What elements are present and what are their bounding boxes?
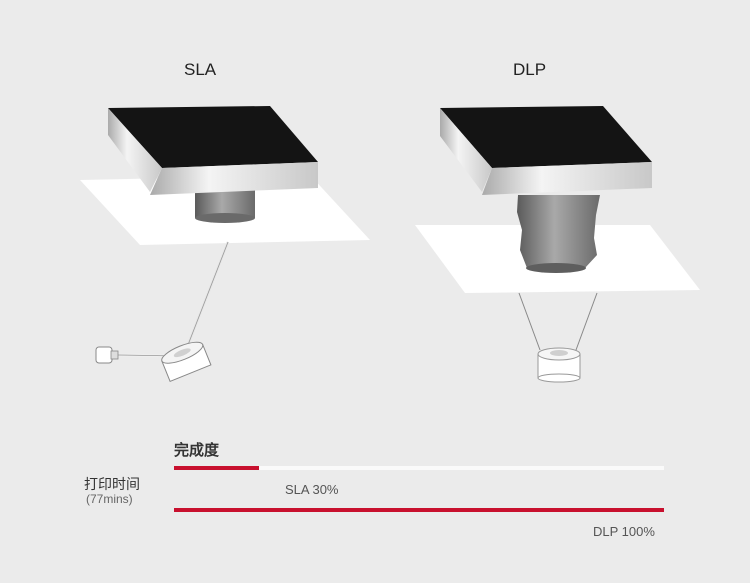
sla-build-platform <box>108 106 318 168</box>
dlp-progress-track <box>174 508 664 512</box>
dlp-progress-fill <box>174 508 664 512</box>
sla-printer <box>80 106 370 383</box>
sla-laser-emitter <box>95 346 113 364</box>
dlp-printed-model <box>517 195 600 268</box>
print-time-value: (77mins) <box>86 492 133 506</box>
print-time-label: 打印时间 <box>84 476 140 492</box>
sla-progress-track <box>174 466 664 470</box>
dlp-progress-text: DLP 100% <box>593 524 655 539</box>
sla-progress-text: SLA 30% <box>285 482 339 497</box>
dlp-projector <box>537 347 581 383</box>
completion-label: 完成度 <box>174 442 220 459</box>
dlp-build-platform <box>440 106 652 168</box>
dlp-projection-right <box>575 292 598 351</box>
dlp-heading: DLP <box>513 60 547 79</box>
sla-progress-fill <box>174 466 260 470</box>
sla-galvo-mirror <box>161 341 212 383</box>
illustration <box>80 106 700 383</box>
sla-heading: SLA <box>184 60 217 79</box>
dlp-printer <box>415 106 700 383</box>
dlp-projection-left <box>518 292 541 351</box>
